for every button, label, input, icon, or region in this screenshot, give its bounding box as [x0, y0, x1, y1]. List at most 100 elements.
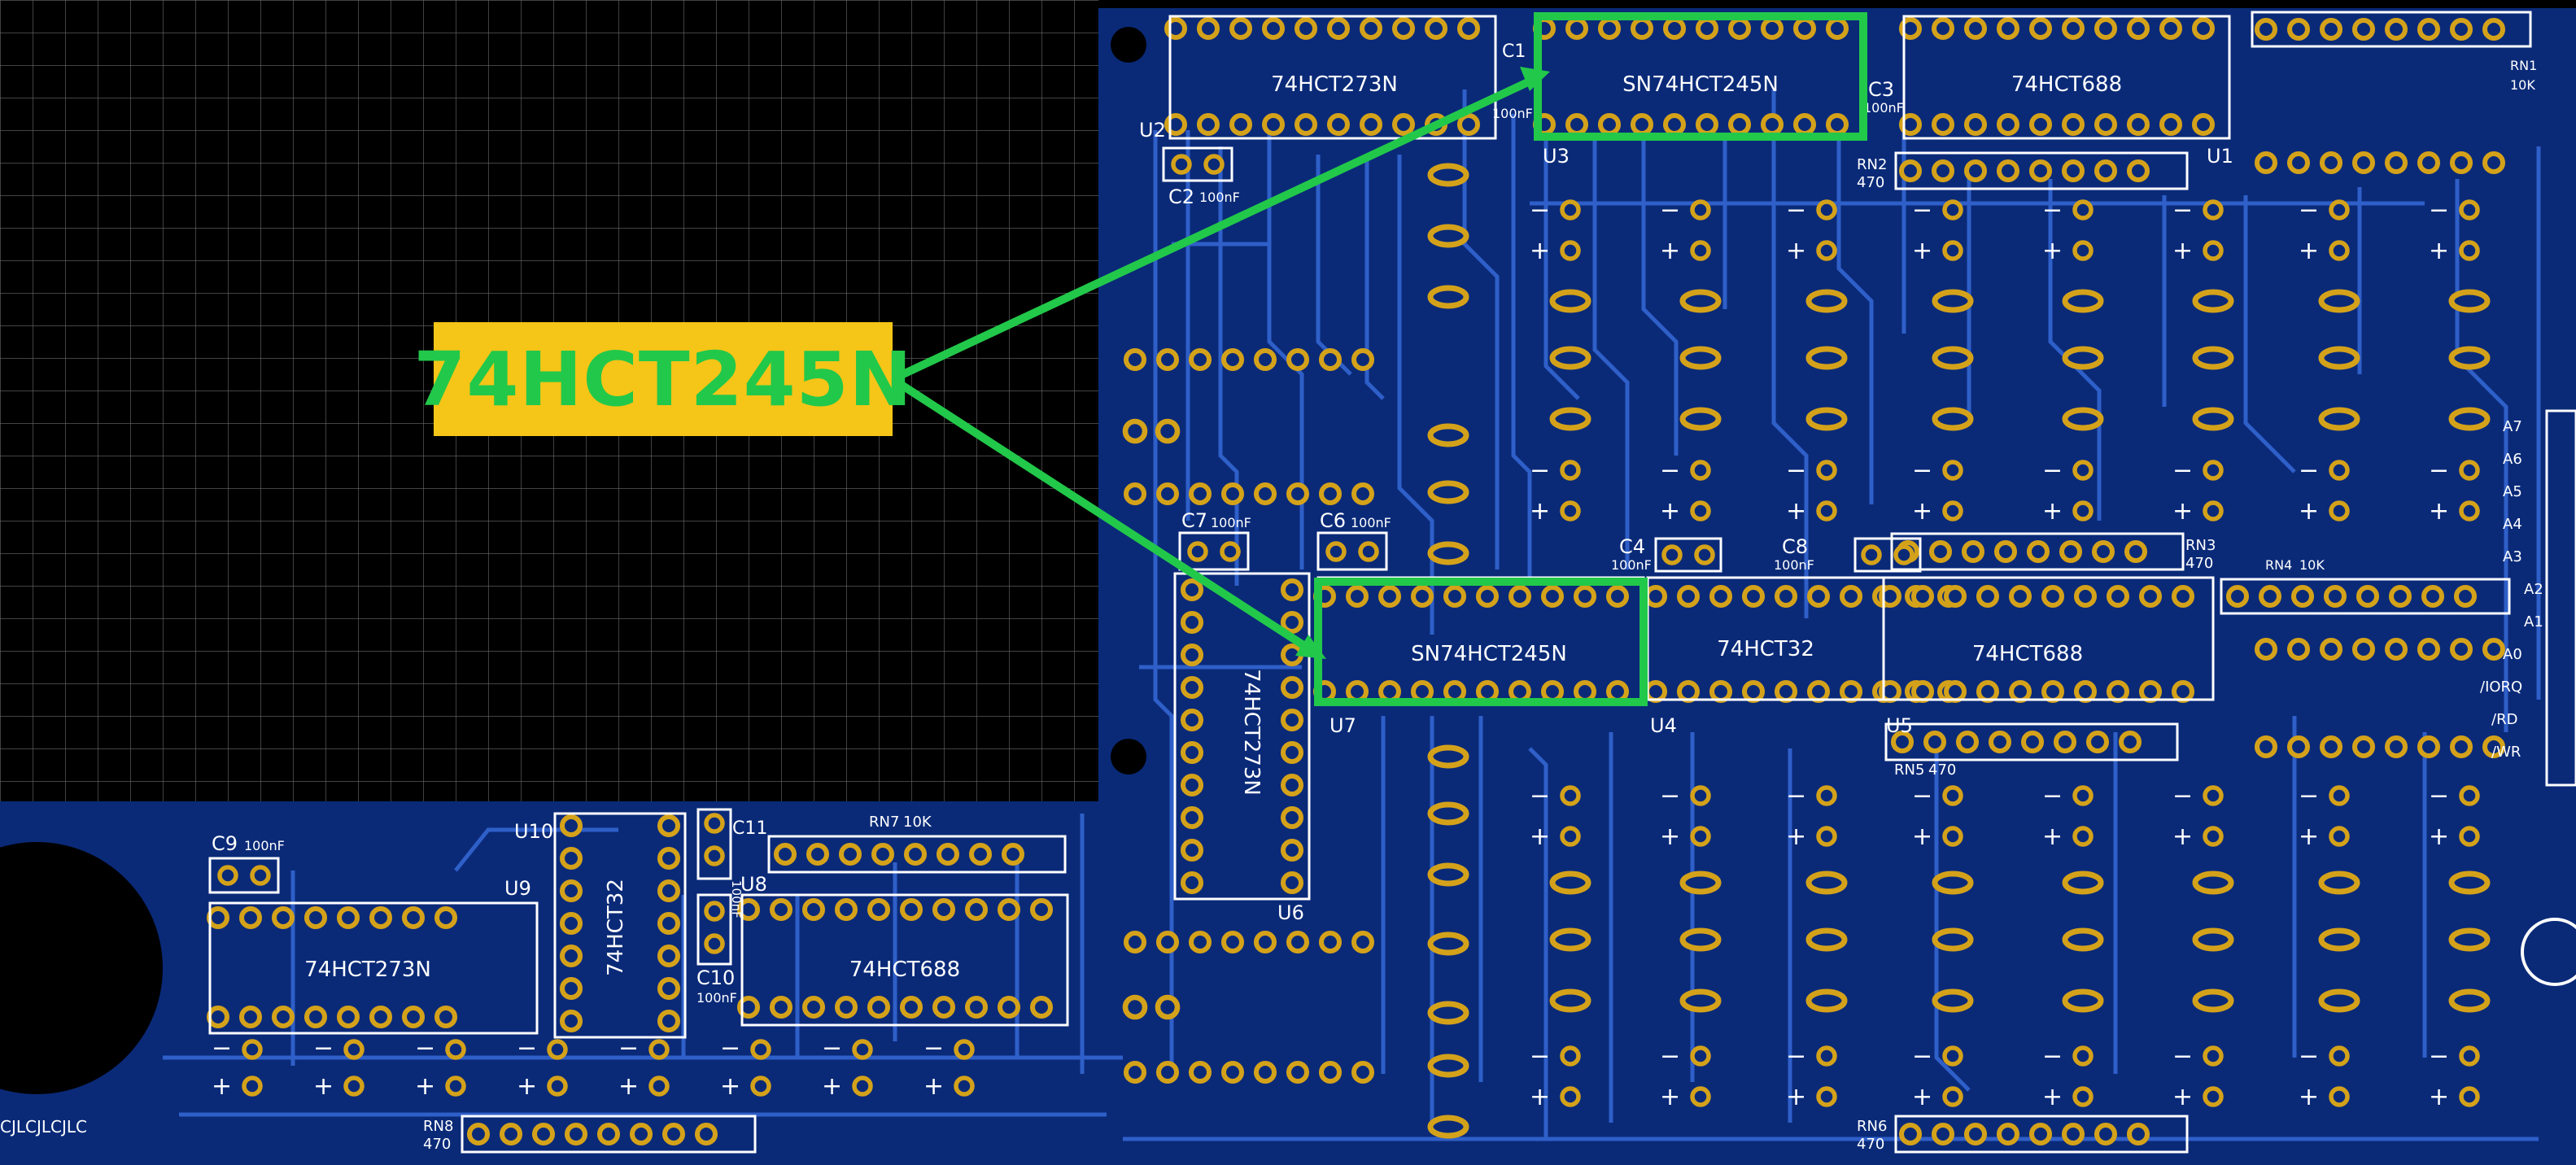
pad — [2028, 1122, 2053, 1146]
rn-ref-rn5: RN5 — [1894, 761, 1924, 779]
callout-badge: 74HCT245N — [413, 322, 912, 436]
plus-sign: + — [517, 1072, 537, 1101]
pad — [2026, 539, 2050, 564]
pad — [1560, 1086, 1581, 1107]
pad — [2159, 112, 2183, 137]
chip-ref-u6: U6 — [1277, 901, 1304, 924]
pad — [2417, 637, 2441, 661]
oval-pad — [2192, 870, 2234, 895]
oval-pad — [1932, 988, 1974, 1013]
rn-ref-rn2: RN2 — [1857, 156, 1887, 173]
pad — [1326, 112, 1351, 137]
pad — [1709, 679, 1733, 704]
cap-outline-c11 — [696, 808, 732, 880]
pad — [559, 944, 583, 968]
oval-pad — [1427, 932, 1469, 956]
pad — [2459, 500, 2480, 521]
rn-outline-rn8 — [461, 1115, 757, 1154]
pad — [1825, 16, 1849, 41]
pad — [2290, 584, 2315, 609]
pad — [1318, 930, 1343, 954]
pad — [1993, 539, 2018, 564]
pad — [1560, 240, 1581, 261]
pad — [1188, 482, 1212, 506]
pad — [1839, 679, 1863, 704]
pad — [547, 1039, 568, 1060]
plus-sign: + — [1786, 237, 1806, 265]
plus-sign: + — [2299, 1083, 2319, 1111]
pad — [1943, 679, 1967, 704]
pad — [564, 1122, 588, 1146]
pad — [1996, 16, 2020, 41]
pad — [997, 995, 1021, 1019]
pad — [1155, 1060, 1180, 1084]
pad — [1155, 347, 1180, 372]
oval-pad — [2062, 289, 2104, 313]
oval-pad — [2192, 927, 2234, 952]
cap-outline-c7 — [1178, 531, 1250, 571]
pad — [2421, 584, 2445, 609]
pad — [1676, 584, 1701, 609]
pad — [2384, 17, 2408, 41]
chip-ref-u7: U7 — [1329, 714, 1356, 737]
oval-pad — [2062, 927, 2104, 952]
pad — [559, 911, 583, 936]
chip-ref-u4: U4 — [1650, 714, 1677, 737]
oval-pad — [1805, 346, 1848, 370]
pad — [1690, 199, 1711, 220]
cap-value-c1: 100nF — [1492, 106, 1533, 121]
pad — [657, 911, 681, 936]
oval-pad — [1549, 870, 1591, 895]
pad — [801, 897, 826, 922]
pad — [954, 1039, 975, 1060]
pad — [2203, 1086, 2224, 1107]
cap-outline-c4 — [1654, 537, 1722, 573]
minus-sign: − — [1660, 196, 1680, 225]
cap-ref-c1: C1 — [1502, 41, 1526, 62]
chip-ref-u8: U8 — [740, 873, 767, 896]
arrowhead-u7 — [1295, 635, 1326, 659]
pad — [801, 995, 826, 1019]
oval-pad — [1427, 541, 1469, 565]
pad — [1709, 584, 1733, 609]
pad — [1508, 584, 1532, 609]
pad — [1280, 675, 1304, 700]
mounting-hole — [1111, 27, 1146, 63]
plus-sign: + — [1530, 497, 1550, 526]
pad — [1475, 584, 1500, 609]
pad — [1605, 679, 1630, 704]
oval-pad — [1679, 346, 1722, 370]
pad — [2072, 500, 2094, 521]
rn-ref-rn1: RN1 — [2510, 58, 2537, 73]
pad — [2203, 460, 2224, 481]
oval-pad — [2062, 346, 2104, 370]
pad — [1180, 610, 1204, 635]
pad — [2072, 1086, 2094, 1107]
pad — [466, 1122, 491, 1146]
oval-pad — [2318, 927, 2360, 952]
minus-sign: − — [2042, 1042, 2063, 1071]
pad — [2329, 240, 2350, 261]
pad — [1942, 785, 1963, 806]
pad — [2351, 735, 2376, 759]
pad — [661, 1122, 686, 1146]
pad — [1188, 347, 1212, 372]
oval-pad — [1679, 870, 1722, 895]
pad — [1597, 112, 1622, 137]
oval-pad — [1427, 285, 1469, 309]
pad — [2094, 112, 2118, 137]
pad — [1180, 838, 1204, 862]
plus-sign: + — [2042, 822, 2063, 851]
pad — [2118, 730, 2142, 754]
pin-label-a1: A1 — [2524, 613, 2543, 630]
pad — [1171, 154, 1192, 175]
pad — [217, 865, 238, 886]
pad — [1942, 1086, 1963, 1107]
plus-sign: + — [2429, 822, 2449, 851]
cap-ref-c2: C2 — [1168, 185, 1194, 208]
oval-pad — [1549, 407, 1591, 431]
pad — [932, 995, 956, 1019]
pad — [2072, 785, 2094, 806]
pad — [1690, 460, 1711, 481]
connector-outline — [2545, 409, 2576, 787]
